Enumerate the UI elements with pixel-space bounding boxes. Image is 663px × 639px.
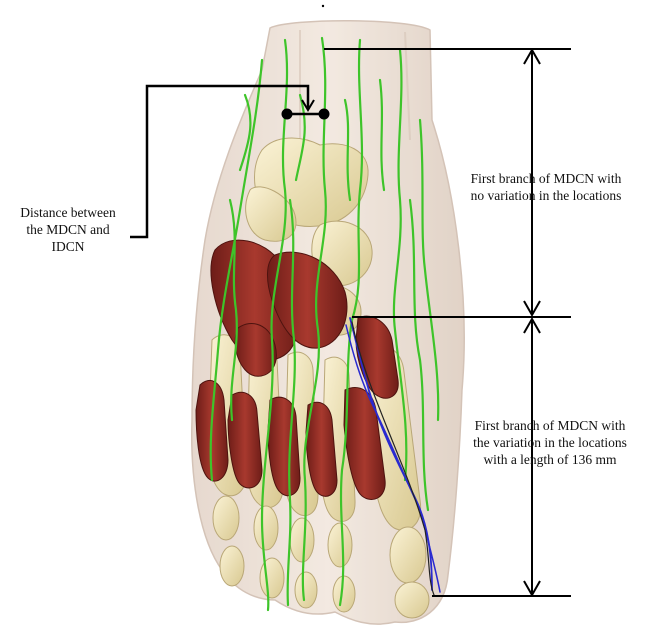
lower-branch-label: First branch of MDCN with the variation … — [440, 417, 660, 468]
tiny-dot — [322, 5, 324, 7]
mdcn-point — [320, 110, 329, 119]
upper-branch-label: First branch of MDCN with no variation i… — [440, 170, 652, 204]
idcn-point — [283, 110, 292, 119]
distance-label: Distance between the MDCN and IDCN — [4, 204, 132, 255]
